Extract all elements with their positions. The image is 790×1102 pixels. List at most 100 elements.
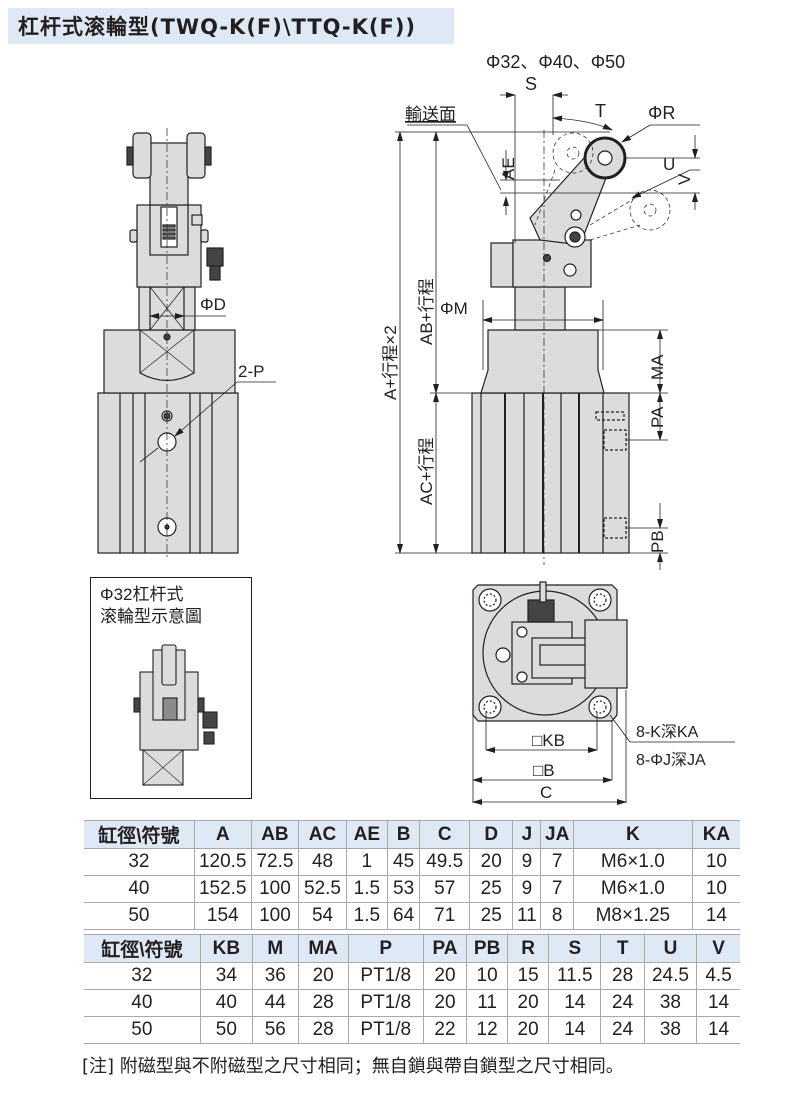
column-header-ja: JA [540,820,574,849]
table-cell: 38 [643,989,697,1017]
column-header-kb: KB [199,934,253,963]
table-cell: M6×1.0 [572,875,693,903]
column-header-a: A [193,820,252,849]
table-cell: 50 [84,1016,201,1044]
table-cell: 25 [469,875,513,903]
table-cell: 49.5 [419,848,470,876]
table-cell: 45 [386,848,420,876]
bore-sizes-label: Φ32、Φ40、Φ50 [486,52,625,72]
K-depth-label: 8-K深KA [636,723,699,741]
table-cell: 53 [386,875,420,903]
table-cell: 25 [469,902,513,930]
table-cell: 7 [540,848,574,876]
column-header-bore: 缸徑\符號 [84,820,195,849]
technical-drawing: ΦD 2-P [97,52,735,805]
A-stroke-x2-label: A+行程×2 [381,325,400,400]
table-cell: 40 [84,989,201,1017]
column-header-pa: PA [422,934,467,963]
V-label: V [675,173,694,185]
column-header-r: R [507,934,549,963]
S-label: S [525,74,537,94]
KB-label: □KB [532,731,565,750]
table-cell: 20 [507,1016,549,1044]
table-cell: PT1/8 [347,962,424,990]
PB-label: PB [648,530,667,553]
PA-label: PA [648,406,667,428]
table-cell: 14 [548,989,601,1017]
table-cell: 20 [422,989,467,1017]
table-cell: 24 [600,989,645,1017]
table-cell: 34 [199,962,253,990]
C-label: C [540,783,552,802]
J-depth-label: 8-ΦJ深JA [636,751,706,769]
column-header-s: S [548,934,601,963]
footnote: [注] 附磁型與不附磁型之尺寸相同；無自鎖與帶自鎖型之尺寸相同。 [82,1056,624,1077]
title-bar: 杠杆式滚輪型(TWQ-K(F)\TTQ-K(F)) [8,8,454,44]
table-cell: 15 [507,962,549,990]
table-cell: 56 [252,1016,299,1044]
table-cell: 24.5 [643,962,697,990]
inset-frame [90,577,252,799]
table-cell: 71 [419,902,470,930]
column-header-u: U [643,934,697,963]
column-header-b: B [386,820,420,849]
column-header-v: V [696,934,740,963]
table-cell: 50 [199,1016,253,1044]
page-title: 杠杆式滚輪型(TWQ-K(F)\TTQ-K(F)) [18,15,417,39]
top-view [472,581,628,722]
column-header-t: T [600,934,645,963]
table-cell: 9 [512,875,541,903]
table-cell: 52.5 [298,875,347,903]
table-cell: 1.5 [345,902,388,930]
column-header-ma: MA [297,934,349,963]
table-cell: 14 [548,1016,601,1044]
side-view [471,136,630,554]
phi-D-label: ΦD [200,295,226,314]
front-view [97,132,239,554]
table-cell: 57 [419,875,470,903]
phi-M-label: ΦM [440,299,468,318]
table-cell: 7 [540,875,574,903]
AB-stroke-label: AB+行程 [417,278,436,345]
table-cell: 20 [507,989,549,1017]
column-header-pb: PB [466,934,508,963]
table-cell: PT1/8 [347,989,424,1017]
table-cell: 36 [252,962,299,990]
table-cell: 72.5 [250,848,299,876]
column-header-p: P [347,934,424,963]
inset-caption-line1: Φ32杠杆式 [100,585,183,604]
conveying-surface-label: 輸送面 [405,105,456,124]
table-cell: 20 [422,962,467,990]
table-cell: 12 [466,1016,508,1044]
column-header-ac: AC [298,820,347,849]
table-cell: 4.5 [696,962,740,990]
table-cell: 11 [512,902,541,930]
column-header-c: C [419,820,470,849]
table-cell: 44 [252,989,299,1017]
table-cell: 50 [84,902,195,930]
table-cell: 8 [540,902,574,930]
table-cell: 24 [600,1016,645,1044]
table-cell: 10 [466,962,508,990]
table-cell: 152.5 [193,875,252,903]
table-cell: 9 [512,848,541,876]
dimension-lines [395,92,700,570]
table-cell: 32 [84,848,195,876]
AE-label: AE [499,157,518,180]
table-cell: M8×1.25 [572,902,693,930]
table-cell: 40 [84,875,195,903]
column-header-d: D [469,820,513,849]
table-cell: 40 [199,989,253,1017]
column-header-ae: AE [345,820,388,849]
column-header-j: J [512,820,541,849]
table-cell: M6×1.0 [572,848,693,876]
table-cell: 22 [422,1016,467,1044]
table-cell: 28 [600,962,645,990]
table-cell: 11 [466,989,508,1017]
table-cell: 100 [250,902,299,930]
table-cell: 14 [691,902,740,930]
